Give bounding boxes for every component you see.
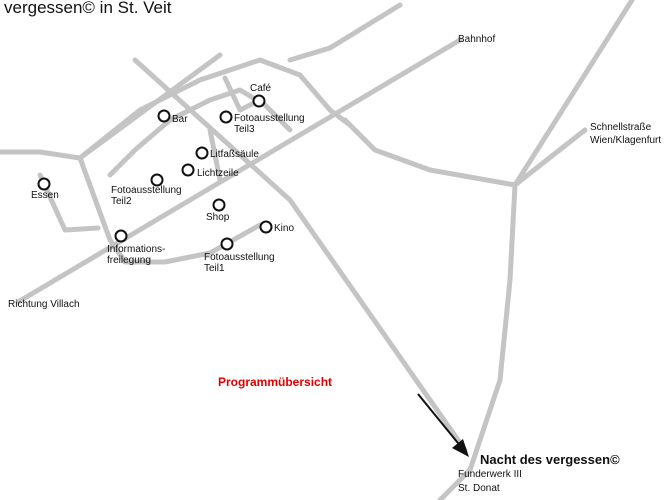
label-shop[interactable]: Shop — [206, 212, 230, 223]
program-overview-link[interactable]: Programmübersicht — [218, 375, 333, 389]
lichtzeile-marker[interactable] — [181, 163, 195, 177]
arrow-head-icon — [452, 439, 469, 457]
roads — [0, 0, 635, 500]
label-richtung-villach: Richtung Villach — [8, 299, 80, 310]
foto3-marker[interactable] — [219, 110, 233, 124]
label-essen[interactable]: Essen — [31, 190, 59, 201]
label-schnellstrasse-dir: Wien/Klagenfurt — [590, 135, 662, 146]
essen-road — [37, 172, 101, 233]
main-road — [15, 37, 463, 305]
north-spur — [287, 2, 403, 63]
label-info-part[interactable]: freilegung — [107, 255, 151, 266]
label-foto2-part[interactable]: Teil2 — [111, 196, 132, 207]
foto2-marker[interactable] — [150, 173, 164, 187]
label-bahnhof: Bahnhof — [458, 34, 496, 45]
label-bar[interactable]: Bar — [172, 114, 188, 125]
venue-markers — [37, 94, 273, 251]
label-cafe[interactable]: Café — [250, 83, 272, 94]
west-road — [0, 149, 113, 243]
label-foto3[interactable]: Fotoausstellung — [234, 113, 305, 124]
schnellstrasse-road — [512, 127, 588, 188]
label-foto1-part[interactable]: Teil1 — [204, 263, 225, 274]
east-connector — [342, 117, 518, 188]
label-kino[interactable]: Kino — [274, 223, 295, 234]
foto1-marker[interactable] — [220, 237, 234, 251]
destination-town: St. Donat — [458, 483, 500, 494]
label-foto2[interactable]: Fotoausstellung — [111, 185, 182, 196]
label-foto3-part[interactable]: Teil3 — [234, 124, 255, 135]
inner-street-2 — [207, 127, 223, 183]
info-marker[interactable] — [114, 229, 128, 243]
label-lichtzeile[interactable]: Lichtzeile — [197, 168, 239, 179]
direction-arrow — [417, 393, 469, 457]
road-to-destination — [132, 57, 468, 453]
upper-diagonal — [77, 52, 223, 161]
litfass-marker[interactable] — [195, 146, 209, 160]
outer-arc — [77, 57, 353, 161]
label-litfass[interactable]: Litfaßsäule — [210, 149, 259, 160]
map-title: vergessen© in St. Veit — [4, 0, 172, 17]
southern-road — [437, 0, 635, 500]
destination-venue: Funderwerk III — [458, 469, 522, 480]
essen-marker[interactable] — [37, 177, 51, 191]
label-foto1[interactable]: Fotoausstellung — [204, 252, 275, 263]
cafe-marker[interactable] — [252, 94, 266, 108]
destination-title: Nacht des vergessen© — [480, 452, 620, 467]
label-info[interactable]: Informations- — [107, 244, 166, 255]
shop-marker[interactable] — [212, 198, 226, 212]
label-schnellstrasse: Schnellstraße — [590, 122, 652, 133]
kino-marker[interactable] — [259, 220, 273, 234]
inner-loop — [107, 87, 293, 178]
bar-marker[interactable] — [157, 109, 171, 123]
